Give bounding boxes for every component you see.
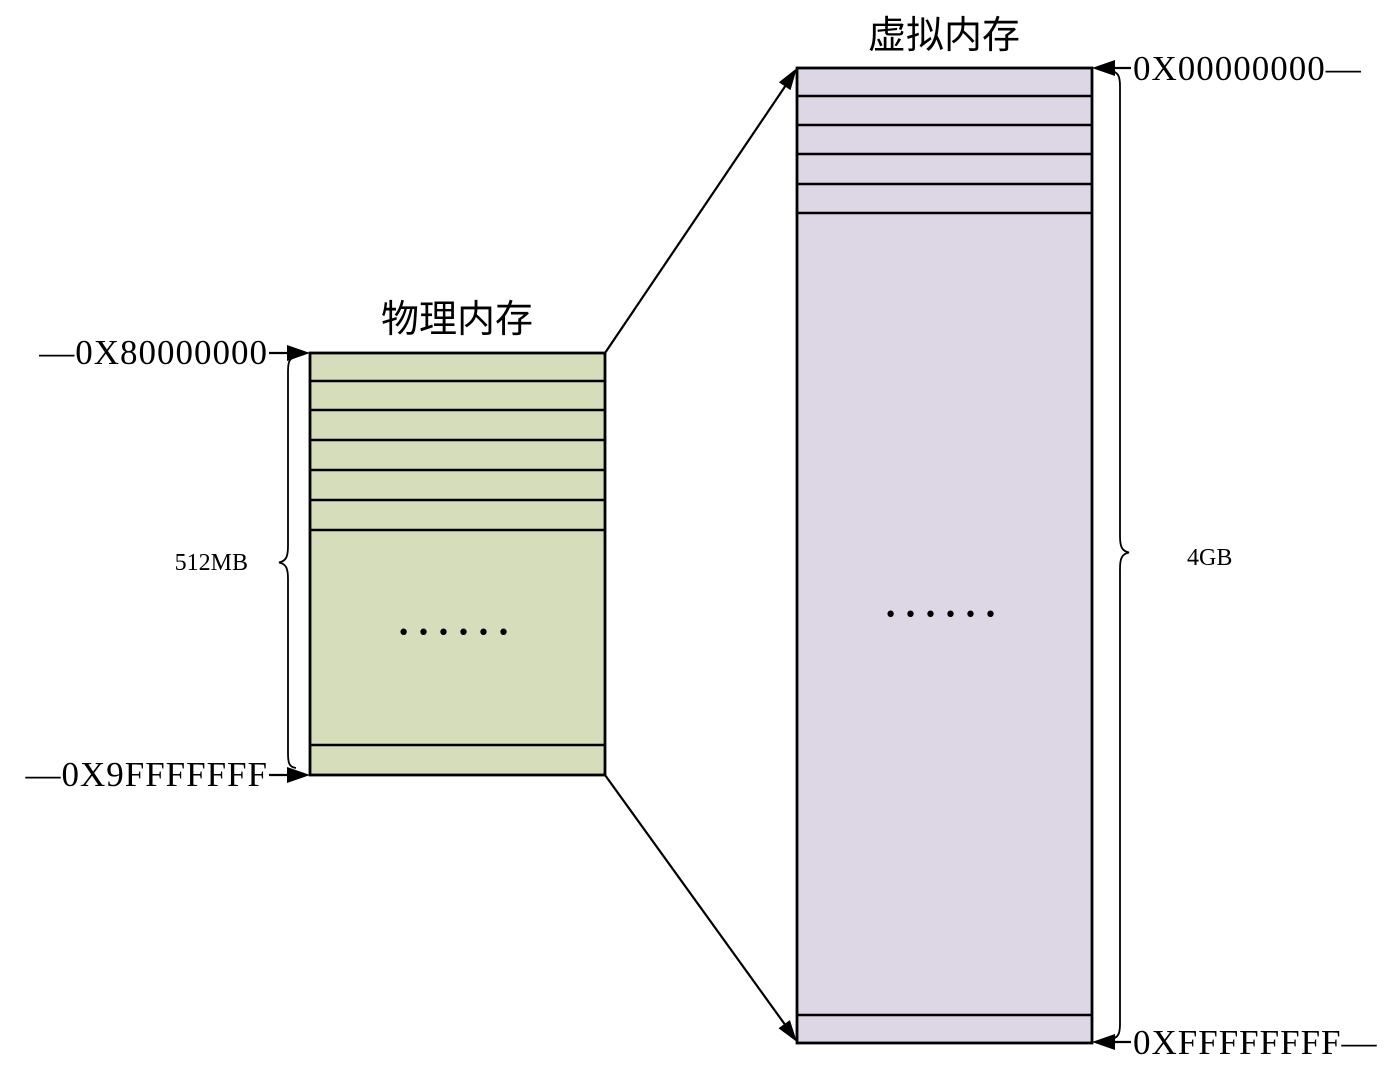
physical-page-row-lines xyxy=(310,379,605,747)
bottom-mapping-arrowhead-icon xyxy=(778,1020,797,1042)
right-arrowhead-icon xyxy=(287,767,310,783)
mapping-lines xyxy=(604,84,787,1027)
virtual-memory-title: 虚拟内存 xyxy=(868,15,1020,57)
virtual-size-brace xyxy=(1110,70,1130,1040)
physical-memory-rect xyxy=(308,351,607,777)
physical-size-annotation: 512MB xyxy=(175,356,297,769)
left-arrowhead-icon xyxy=(1092,1034,1115,1050)
virtual-memory-rect xyxy=(795,66,1094,1045)
virtual-size-label: 4GB xyxy=(1187,545,1232,571)
virtual-ellipsis-dots: •••••• xyxy=(884,603,1004,628)
physical-memory-title: 物理内存 xyxy=(381,299,533,341)
physical-bottom-address-pointer: —0X9FFFFFFF xyxy=(24,755,310,794)
virtual-memory-box: •••••• xyxy=(795,66,1094,1045)
left-arrowhead-icon xyxy=(1092,60,1115,76)
physical-top-address-label: —0X80000000 xyxy=(38,333,268,372)
physical-memory-box: •••••• xyxy=(308,351,607,777)
virtual-top-address-label: 0X00000000— xyxy=(1133,49,1362,88)
virtual-page-row-lines xyxy=(797,94,1092,1017)
bottom-mapping-line xyxy=(604,774,787,1027)
physical-size-label: 512MB xyxy=(175,550,248,576)
top-mapping-line xyxy=(604,84,787,354)
physical-ellipsis-dots: •••••• xyxy=(397,621,517,646)
top-mapping-arrowhead-icon xyxy=(778,68,797,91)
physical-top-address-pointer: —0X80000000 xyxy=(38,333,310,372)
virtual-bottom-address-pointer: 0XFFFFFFFF— xyxy=(1092,1023,1378,1062)
physical-bottom-address-label: —0X9FFFFFFF xyxy=(24,755,268,794)
virtual-top-address-pointer: 0X00000000— xyxy=(1092,49,1362,88)
virtual-bottom-address-label: 0XFFFFFFFF— xyxy=(1133,1023,1378,1062)
virtual-size-annotation: 4GB xyxy=(1110,70,1232,1040)
physical-size-brace xyxy=(278,356,297,769)
